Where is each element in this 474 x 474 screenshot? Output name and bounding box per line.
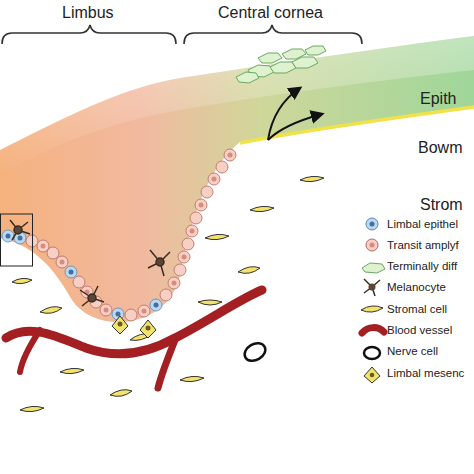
cell-nuclei xyxy=(6,153,233,317)
legend-entry: Limbal mesenc xyxy=(387,366,464,380)
layer-label: Epith xyxy=(420,90,456,108)
migration-arrow xyxy=(268,114,322,140)
region-label: Limbus xyxy=(62,4,114,22)
limbus-bracket xyxy=(2,25,176,44)
bowman-layer xyxy=(240,107,474,143)
migration-arrow xyxy=(268,88,300,140)
legend-entry: Transit amplyf xyxy=(387,238,459,252)
legend-entry: Blood vessel xyxy=(387,323,452,337)
legend-entry: Limbal epithel xyxy=(387,217,458,231)
blood-vessel xyxy=(6,290,262,388)
inset-box xyxy=(1,214,33,266)
nerve-cell xyxy=(241,340,268,365)
epithelium-layer xyxy=(0,36,474,322)
stromal-cell xyxy=(12,176,324,411)
legend-entry: Terminally diff xyxy=(387,259,457,273)
legend-entry: Melanocyte xyxy=(387,280,446,294)
legend-icons xyxy=(361,218,385,383)
legend-entry: Nerve cell xyxy=(387,344,438,358)
layer-label: Bowm xyxy=(418,139,462,157)
mesenchymal-cell xyxy=(112,316,156,338)
layer-label: Strom xyxy=(420,196,463,214)
legend-entry: Stromal cell xyxy=(387,302,447,316)
melanocyte xyxy=(10,220,170,306)
region-label: Central cornea xyxy=(218,4,323,22)
crypt-cells xyxy=(2,149,236,321)
epithelium-highlight xyxy=(0,36,474,175)
cornea-bracket xyxy=(184,25,362,44)
surface-cells xyxy=(236,46,326,83)
